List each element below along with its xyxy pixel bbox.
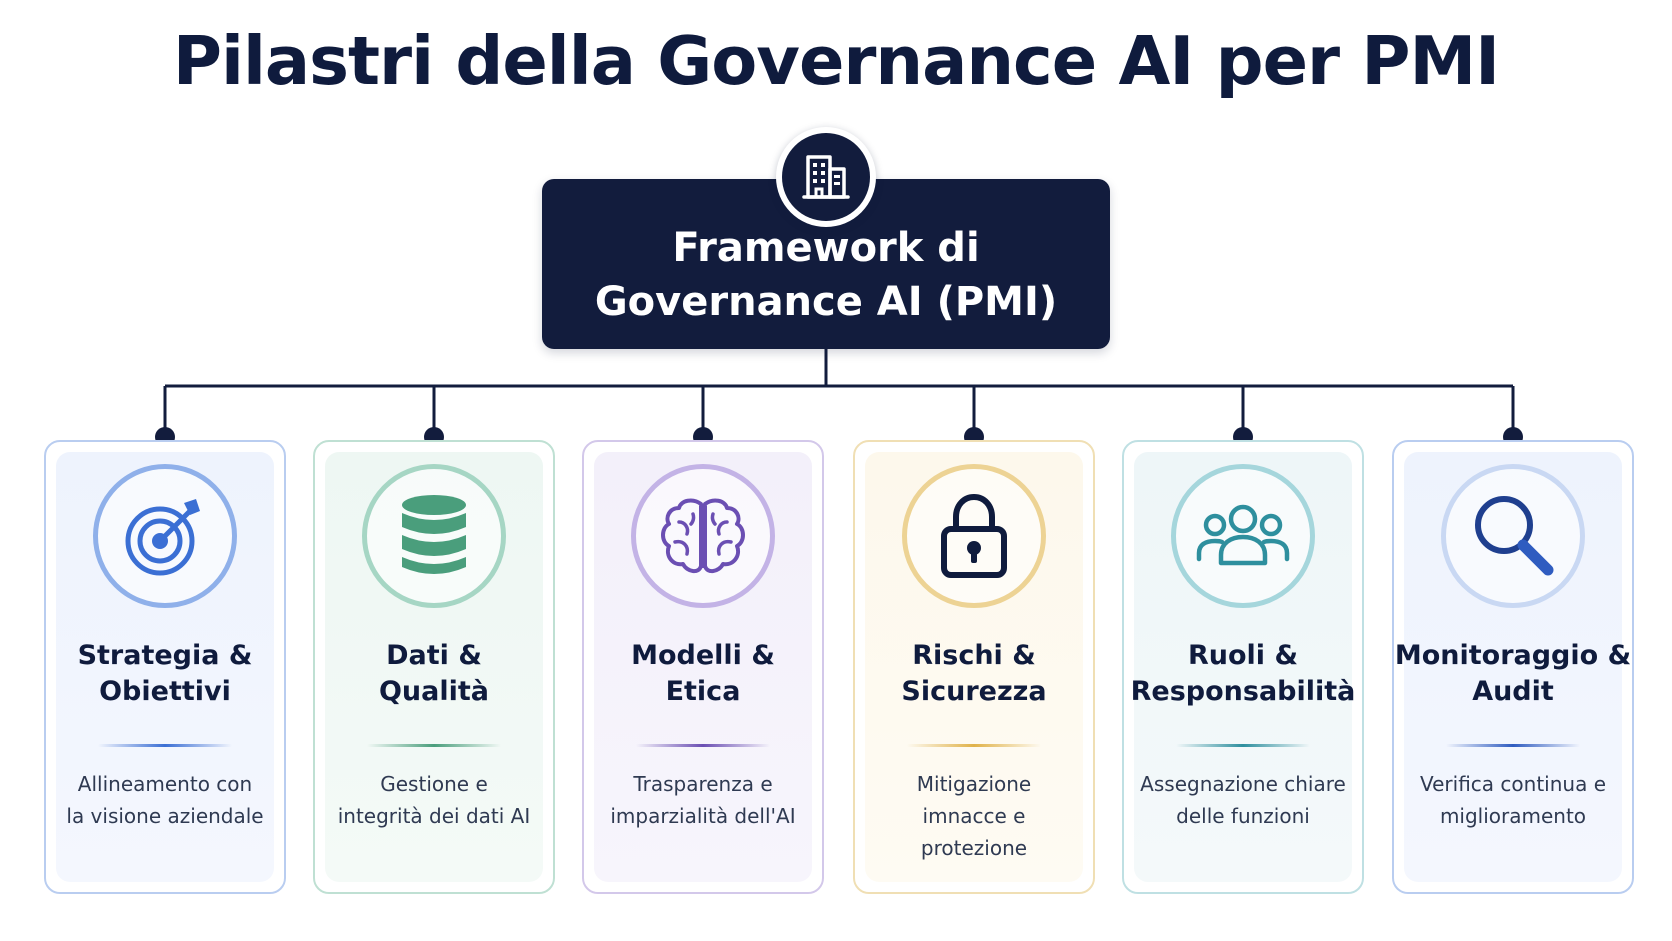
pillar-divider bbox=[1446, 744, 1580, 747]
lock-icon bbox=[941, 493, 1007, 578]
pillar-divider bbox=[367, 744, 501, 747]
pillar-description: Assegnazione chiare delle funzioni bbox=[1124, 768, 1362, 832]
pillar-desc-line-2: la visione aziendale bbox=[66, 804, 264, 828]
pillar-description: Trasparenza e imparzialità dell'AI bbox=[584, 768, 822, 832]
pillar-title-line-2: Qualità bbox=[378, 676, 490, 707]
building-icon bbox=[782, 133, 870, 221]
pillar-icon-circle bbox=[631, 464, 775, 608]
pillar-title-line-1: Modelli & bbox=[631, 640, 775, 671]
pillar-card-ruoli: Ruoli & Responsabilità Assegnazione chia… bbox=[1122, 440, 1364, 894]
pillar-title-line-2: Obiettivi bbox=[99, 676, 231, 707]
pillar-desc-line-1: Allineamento con bbox=[77, 772, 253, 796]
root-title-line-2: Governance AI (PMI) bbox=[594, 279, 1058, 325]
pillar-description: Gestione e integrità dei dati AI bbox=[315, 768, 553, 832]
pillar-icon-circle bbox=[362, 464, 506, 608]
pillar-desc-line-2: imnacce e bbox=[922, 804, 1026, 828]
pillar-title: Ruoli & Responsabilità bbox=[1124, 638, 1362, 710]
pillar-icon-circle bbox=[1171, 464, 1315, 608]
pillar-card-dati: Dati & Qualità Gestione e integrità dei … bbox=[313, 440, 555, 894]
pillar-title-line-1: Rischi & bbox=[912, 640, 1036, 671]
pillar-desc-line-2: delle funzioni bbox=[1176, 804, 1310, 828]
pillar-title-line-1: Strategia & bbox=[77, 640, 253, 671]
pillar-card-rischi: Rischi & Sicurezza Mitigazione imnacce e… bbox=[853, 440, 1095, 894]
root-title-line-1: Framework di bbox=[672, 225, 980, 271]
pillar-icon-circle bbox=[93, 464, 237, 608]
pillar-title-line-2: Audit bbox=[1472, 676, 1554, 707]
pillar-desc-line-2: miglioramento bbox=[1439, 804, 1587, 828]
pillar-title-line-1: Dati & bbox=[386, 640, 482, 671]
pillar-title-line-2: Sicurezza bbox=[901, 676, 1047, 707]
magnifier-icon bbox=[1475, 496, 1554, 576]
target-icon bbox=[125, 499, 200, 576]
pillar-description: Allineamento con la visione aziendale bbox=[46, 768, 284, 832]
pillar-card-monitoraggio: Monitoraggio & Audit Verifica continua e… bbox=[1392, 440, 1634, 894]
pillar-title-line-2: Responsabilità bbox=[1130, 676, 1356, 707]
pillar-desc-line-1: Trasparenza e bbox=[633, 772, 773, 796]
pillar-title: Monitoraggio & Audit bbox=[1394, 638, 1632, 710]
pillar-desc-line-1: Verifica continua e bbox=[1420, 772, 1606, 796]
pillar-icon-circle bbox=[902, 464, 1046, 608]
pillar-icon-circle bbox=[1441, 464, 1585, 608]
pillar-card-modelli: Modelli & Etica Trasparenza e imparziali… bbox=[582, 440, 824, 894]
page-title: Pilastri della Governance AI per PMI bbox=[172, 22, 1500, 100]
pillar-title: Strategia & Obiettivi bbox=[46, 638, 284, 710]
pillar-desc-line-1: Gestione e bbox=[380, 772, 488, 796]
pillar-divider bbox=[1176, 744, 1310, 747]
pillar-desc-line-2: integrità dei dati AI bbox=[337, 804, 531, 828]
pillar-title-line-1: Monitoraggio & bbox=[1394, 640, 1632, 671]
brain-icon bbox=[661, 498, 745, 573]
pillar-description: Verifica continua e miglioramento bbox=[1394, 768, 1632, 832]
pillar-title-line-1: Ruoli & bbox=[1187, 640, 1299, 671]
pillar-divider bbox=[98, 744, 232, 747]
root-icon-badge bbox=[776, 127, 876, 227]
users-icon bbox=[1196, 504, 1290, 566]
pillar-divider bbox=[636, 744, 770, 747]
database-icon bbox=[402, 495, 466, 574]
pillar-title: Dati & Qualità bbox=[315, 638, 553, 710]
pillar-title: Rischi & Sicurezza bbox=[855, 638, 1093, 710]
pillar-title-line-2: Etica bbox=[665, 676, 741, 707]
pillar-desc-line-1: Mitigazione bbox=[916, 772, 1032, 796]
pillar-desc-line-3: protezione bbox=[920, 836, 1028, 860]
pillar-desc-line-1: Assegnazione chiare bbox=[1140, 772, 1346, 796]
pillar-divider bbox=[907, 744, 1041, 747]
pillar-description: Mitigazione imnacce e protezione bbox=[855, 768, 1093, 864]
pillar-desc-line-2: imparzialità dell'AI bbox=[610, 804, 796, 828]
pillar-title: Modelli & Etica bbox=[584, 638, 822, 710]
pillar-card-strategia: Strategia & Obiettivi Allineamento con l… bbox=[44, 440, 286, 894]
